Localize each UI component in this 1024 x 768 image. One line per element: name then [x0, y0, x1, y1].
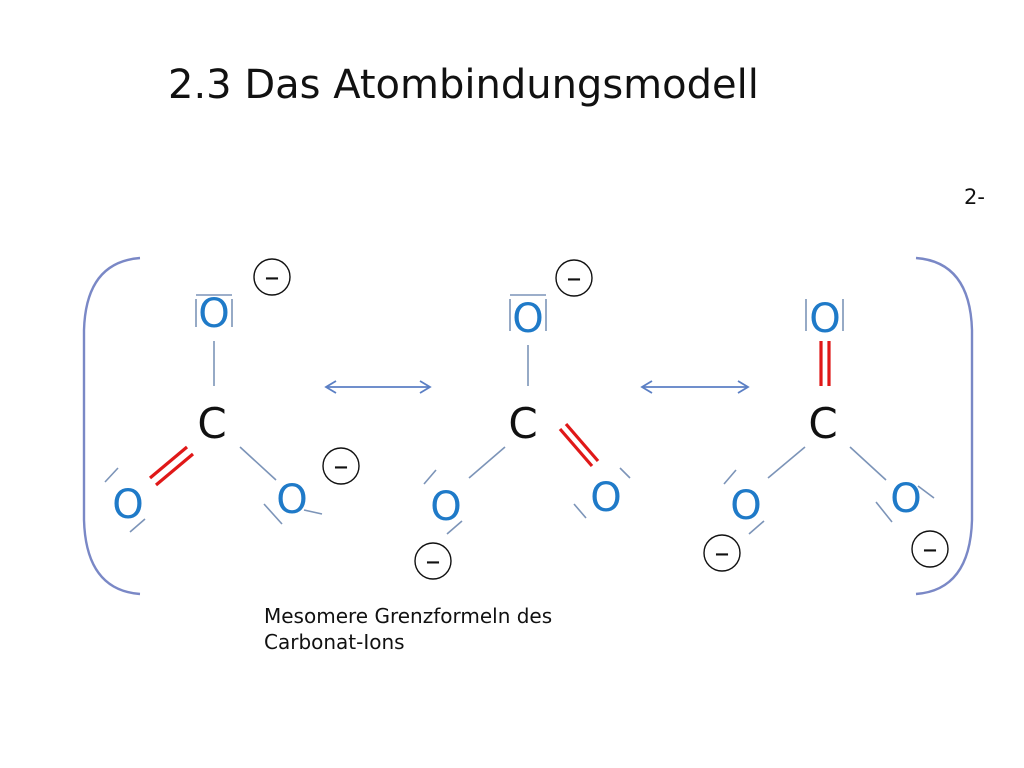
double-bond — [819, 341, 831, 386]
resonance-structure-1: O C O O – – — [104, 258, 360, 533]
svg-text:–: – — [715, 536, 730, 571]
oxygen-left: O — [423, 469, 463, 535]
svg-text:–: – — [265, 260, 280, 295]
resonance-arrow-2 — [640, 380, 750, 394]
single-bond — [767, 446, 806, 479]
negative-charge: – — [555, 259, 593, 297]
oxygen-atom: O — [730, 483, 761, 529]
carbon-atom: C — [808, 399, 837, 448]
single-bond — [239, 446, 277, 481]
oxygen-top: O — [195, 291, 233, 337]
left-bracket — [82, 256, 141, 596]
ion-charge-label: 2- — [964, 185, 985, 209]
oxygen-right: O — [875, 476, 935, 523]
oxygen-left: O — [104, 467, 146, 533]
diagram-caption: Mesomere Grenzformeln des Carbonat-Ions — [264, 604, 553, 654]
oxygen-atom: O — [276, 477, 307, 523]
oxygen-atom: O — [512, 296, 543, 342]
carbon-atom: C — [197, 399, 226, 448]
oxygen-atom: O — [890, 476, 921, 522]
double-bond — [148, 445, 195, 487]
oxygen-atom: O — [590, 475, 621, 521]
resonance-arrow-1 — [324, 380, 432, 394]
oxygen-atom: O — [430, 484, 461, 530]
svg-text:–: – — [567, 261, 582, 296]
svg-text:–: – — [426, 544, 441, 579]
carbon-atom: C — [508, 399, 537, 448]
right-bracket — [915, 256, 974, 596]
oxygen-left: O — [723, 469, 765, 535]
svg-text:–: – — [334, 449, 349, 484]
svg-text:–: – — [923, 532, 938, 567]
negative-charge: – — [322, 447, 360, 485]
slide-title: 2.3 Das Atombindungsmodell — [168, 62, 759, 108]
negative-charge: – — [253, 258, 291, 296]
single-bond — [468, 446, 506, 479]
resonance-structure-2: O C O O – – — [414, 259, 631, 580]
oxygen-top: O — [509, 294, 547, 342]
double-bond — [558, 422, 600, 468]
negative-charge: – — [414, 542, 452, 580]
negative-charge: – — [703, 534, 741, 572]
oxygen-right: O — [573, 467, 631, 521]
oxygen-atom: O — [198, 291, 229, 337]
oxygen-right: O — [263, 477, 323, 525]
single-bond — [849, 446, 887, 481]
resonance-structure-3: O C O O – – — [703, 296, 949, 572]
oxygen-atom: O — [809, 296, 840, 342]
negative-charge: – — [911, 530, 949, 568]
oxygen-top: O — [805, 296, 844, 342]
oxygen-atom: O — [112, 482, 143, 528]
